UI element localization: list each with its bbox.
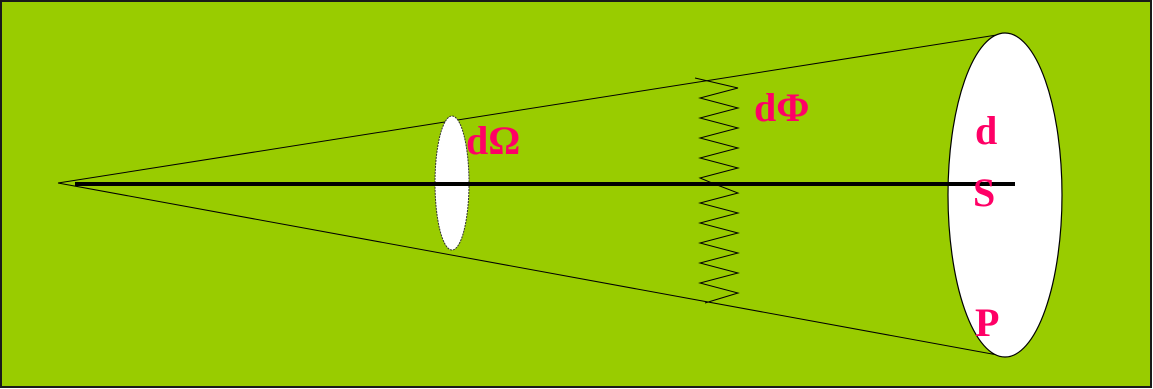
flux-zigzag — [694, 77, 740, 304]
label-area-s: S — [973, 170, 995, 215]
surface-ellipse-ds — [947, 32, 1063, 358]
label-flux: dΦ — [754, 85, 809, 130]
cone-upper-edge — [57, 33, 1004, 184]
label-solid-angle: dΩ — [466, 118, 520, 163]
label-point: P — [975, 300, 999, 345]
label-area-d: d — [975, 108, 997, 153]
cone-lower-edge — [57, 182, 1004, 357]
